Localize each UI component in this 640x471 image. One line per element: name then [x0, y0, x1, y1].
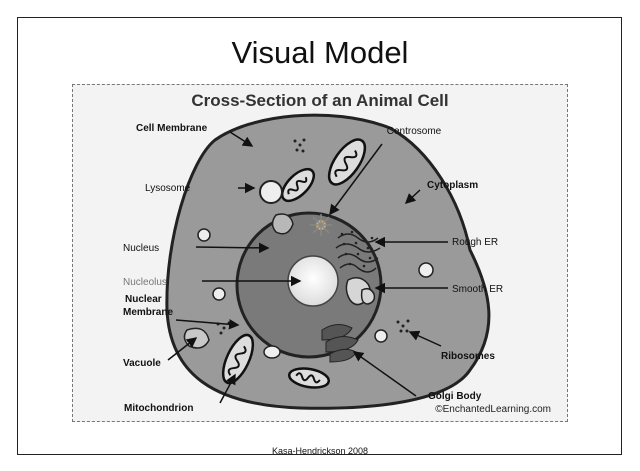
vesicle: [419, 263, 433, 277]
label-vacuole: Vacuole: [123, 358, 161, 369]
figure-title: Cross-Section of an Animal Cell: [191, 91, 448, 110]
lysosome: [260, 181, 282, 203]
label-cytoplasm: Cytoplasm: [427, 180, 478, 191]
label-mitochondrion: Mitochondrion: [124, 403, 193, 414]
label-nuclear-membrane-line2: Membrane: [123, 307, 173, 318]
centrosome: [310, 214, 332, 236]
label-centrosome: Centrosome: [387, 126, 442, 137]
label-nucleolus: Nucleolus: [123, 277, 167, 288]
label-lysosome: Lysosome: [145, 183, 191, 194]
label-rough-er: Rough ER: [452, 237, 498, 248]
vesicle: [264, 346, 280, 358]
pointer-nucleus: [196, 247, 268, 248]
vesicle: [198, 229, 210, 241]
vacuole: [273, 214, 294, 234]
label-nucleus: Nucleus: [123, 243, 159, 254]
label-nuclear-membrane-line1: Nuclear: [125, 294, 162, 305]
vesicle: [213, 288, 225, 300]
label-ribosomes: Ribosomes: [441, 351, 495, 362]
label-golgi-body: Golgi Body: [428, 391, 482, 402]
slide-footer: Kasa-Hendrickson 2008: [0, 446, 640, 456]
vesicle: [375, 330, 387, 342]
label-cell-membrane: Cell Membrane: [136, 123, 208, 134]
figure-credit: ©EnchantedLearning.com: [435, 404, 551, 415]
label-smooth-er: Smooth ER: [452, 284, 503, 295]
